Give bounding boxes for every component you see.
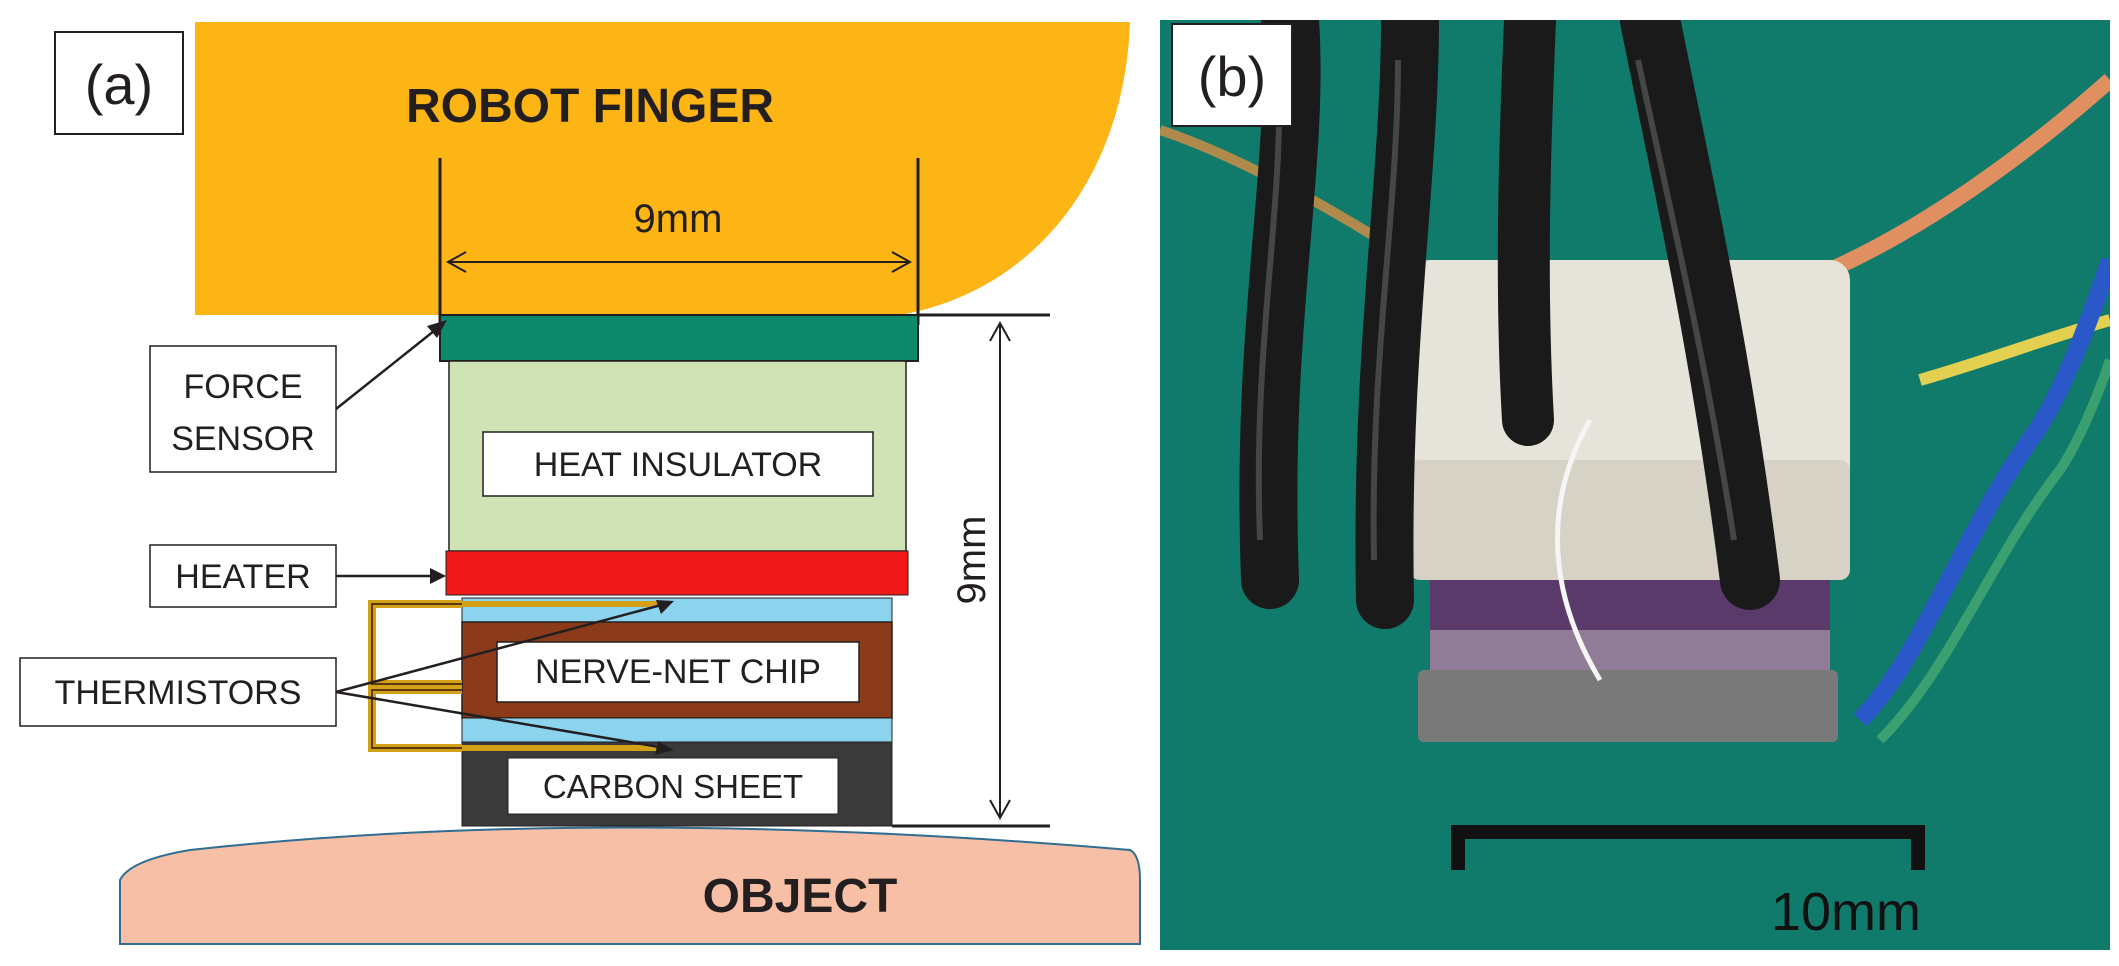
black-cable-2	[1355, 20, 1439, 629]
green-wire	[1876, 358, 2110, 744]
scale-bar	[1451, 825, 1925, 870]
thermistors-callout-arrow-top	[335, 602, 666, 694]
panel-a-tag-box	[54, 31, 184, 135]
height-dim-arrow-top	[989, 320, 1011, 342]
width-dim-label: 9mm	[634, 197, 723, 241]
thermistor-wire-top-inner	[371, 603, 462, 685]
force-sensor-callout-line2: SENSOR	[171, 420, 315, 458]
panel-b-tag-box	[1171, 23, 1293, 127]
robot-finger-label: ROBOT FINGER	[406, 80, 774, 133]
heater-callout-box	[149, 544, 337, 608]
force-sensor-callout-arrowhead	[427, 320, 447, 338]
thermistors-callout-arrow-bottom	[335, 690, 666, 750]
width-dim-arrow-left	[445, 251, 467, 273]
robot-finger-shape	[195, 22, 1130, 315]
cable-highlight-2	[1370, 59, 1401, 561]
schematic-panel-a: ROBOT FINGER (a) 9mm HEAT INSULATOR NERV…	[19, 22, 1141, 945]
height-dim-arrow-bottom	[989, 799, 1011, 821]
thermistors-callout-box	[19, 657, 337, 727]
heat-insulator-label: HEAT INSULATOR	[534, 446, 822, 484]
chip-glue	[1430, 630, 1830, 670]
black-cable-3	[1497, 20, 1556, 446]
thermistor-wire-top	[368, 600, 462, 688]
heater-layer	[445, 550, 909, 596]
carbon-sheet	[1418, 670, 1838, 742]
nerve-net-chip-label: NERVE-NET CHIP	[535, 653, 821, 691]
object-label: OBJECT	[703, 870, 898, 923]
black-cable-4	[1620, 20, 1780, 610]
thermistors-callout-label: THERMISTORS	[55, 674, 302, 712]
force-sensor-layer	[439, 314, 919, 362]
carbon-sheet-label: CARBON SHEET	[543, 768, 803, 805]
heater-callout-arrowhead	[430, 568, 446, 584]
thermistors-callout-arrowhead-top	[656, 600, 674, 614]
orange-wire	[1826, 74, 2110, 278]
insulator-block-shadow	[1410, 460, 1850, 580]
object-shape	[119, 826, 1141, 945]
carbon-sheet-label-box	[507, 757, 839, 815]
force-sensor-callout-line1: FORCE	[184, 368, 303, 406]
heater-callout-label: HEATER	[175, 558, 310, 596]
panel-b-tag: (b)	[1198, 45, 1266, 108]
height-dim-label: 9mm	[950, 516, 994, 605]
scale-bar-label: 10mm	[1771, 882, 1921, 942]
carbon-sheet-texture	[1418, 670, 1838, 742]
white-wire	[1555, 418, 1603, 682]
photo-panel-b: 10mm (b)	[1160, 20, 2110, 950]
thermistors-callout-arrowhead-bottom	[655, 741, 674, 755]
thermistor-wire-bottom	[368, 686, 462, 752]
thermistor-layer-bottom	[461, 717, 893, 743]
width-dim-arrow-right	[891, 251, 913, 273]
nerve-net-chip-label-box	[496, 641, 860, 703]
force-sensor-callout-box	[149, 345, 337, 473]
thermistor-wire-bottom-inner	[371, 689, 462, 749]
blue-wire	[1853, 257, 2110, 727]
panel-a-tag: (a)	[85, 53, 153, 116]
heat-insulator-label-box	[482, 431, 874, 497]
force-sensor-callout-arrow	[335, 322, 445, 410]
cable-highlight-4	[1635, 59, 1737, 541]
